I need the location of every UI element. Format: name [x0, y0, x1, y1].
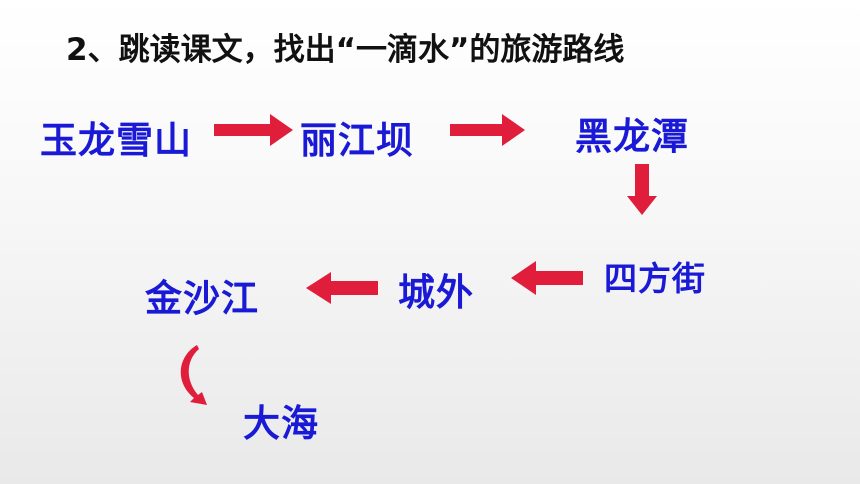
arrow-left-icon: [306, 272, 378, 304]
place-yulong-snow-mountain: 玉龙雪山: [40, 118, 192, 162]
slide-heading: 2、跳读课文，找出“一滴水”的旅游路线: [66, 32, 625, 68]
place-lijiang-dam: 丽江坝: [300, 118, 414, 162]
place-sea: 大海: [243, 401, 319, 445]
arrow-down-icon: [627, 164, 657, 215]
place-outside-city: 城外: [398, 270, 474, 314]
curved-arrow-icon: [180, 345, 207, 405]
arrow-right-icon: [450, 114, 525, 146]
place-sifang-street: 四方街: [604, 259, 706, 298]
arrow-right-icon: [214, 114, 293, 146]
place-heilong-pool: 黑龙潭: [575, 114, 689, 158]
place-jinsha-river: 金沙江: [145, 276, 259, 320]
arrow-left-icon: [511, 261, 583, 295]
